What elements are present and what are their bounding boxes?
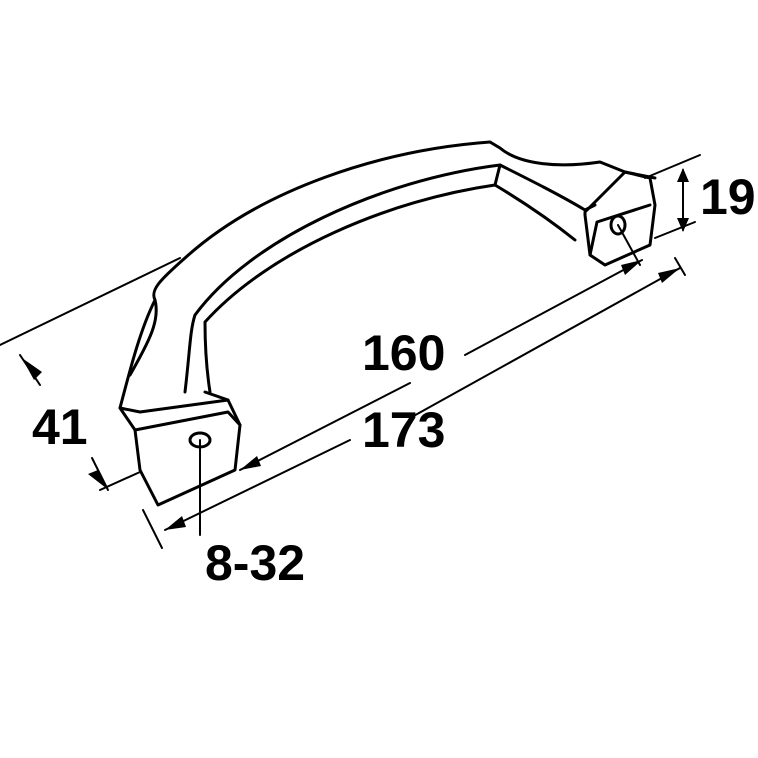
foot-height-label: 19	[700, 169, 756, 225]
overall-length-label: 173	[362, 402, 446, 458]
hole-spacing-label: 160	[362, 325, 446, 381]
thread-label: 8-32	[205, 535, 306, 591]
height-label: 41	[32, 399, 88, 455]
